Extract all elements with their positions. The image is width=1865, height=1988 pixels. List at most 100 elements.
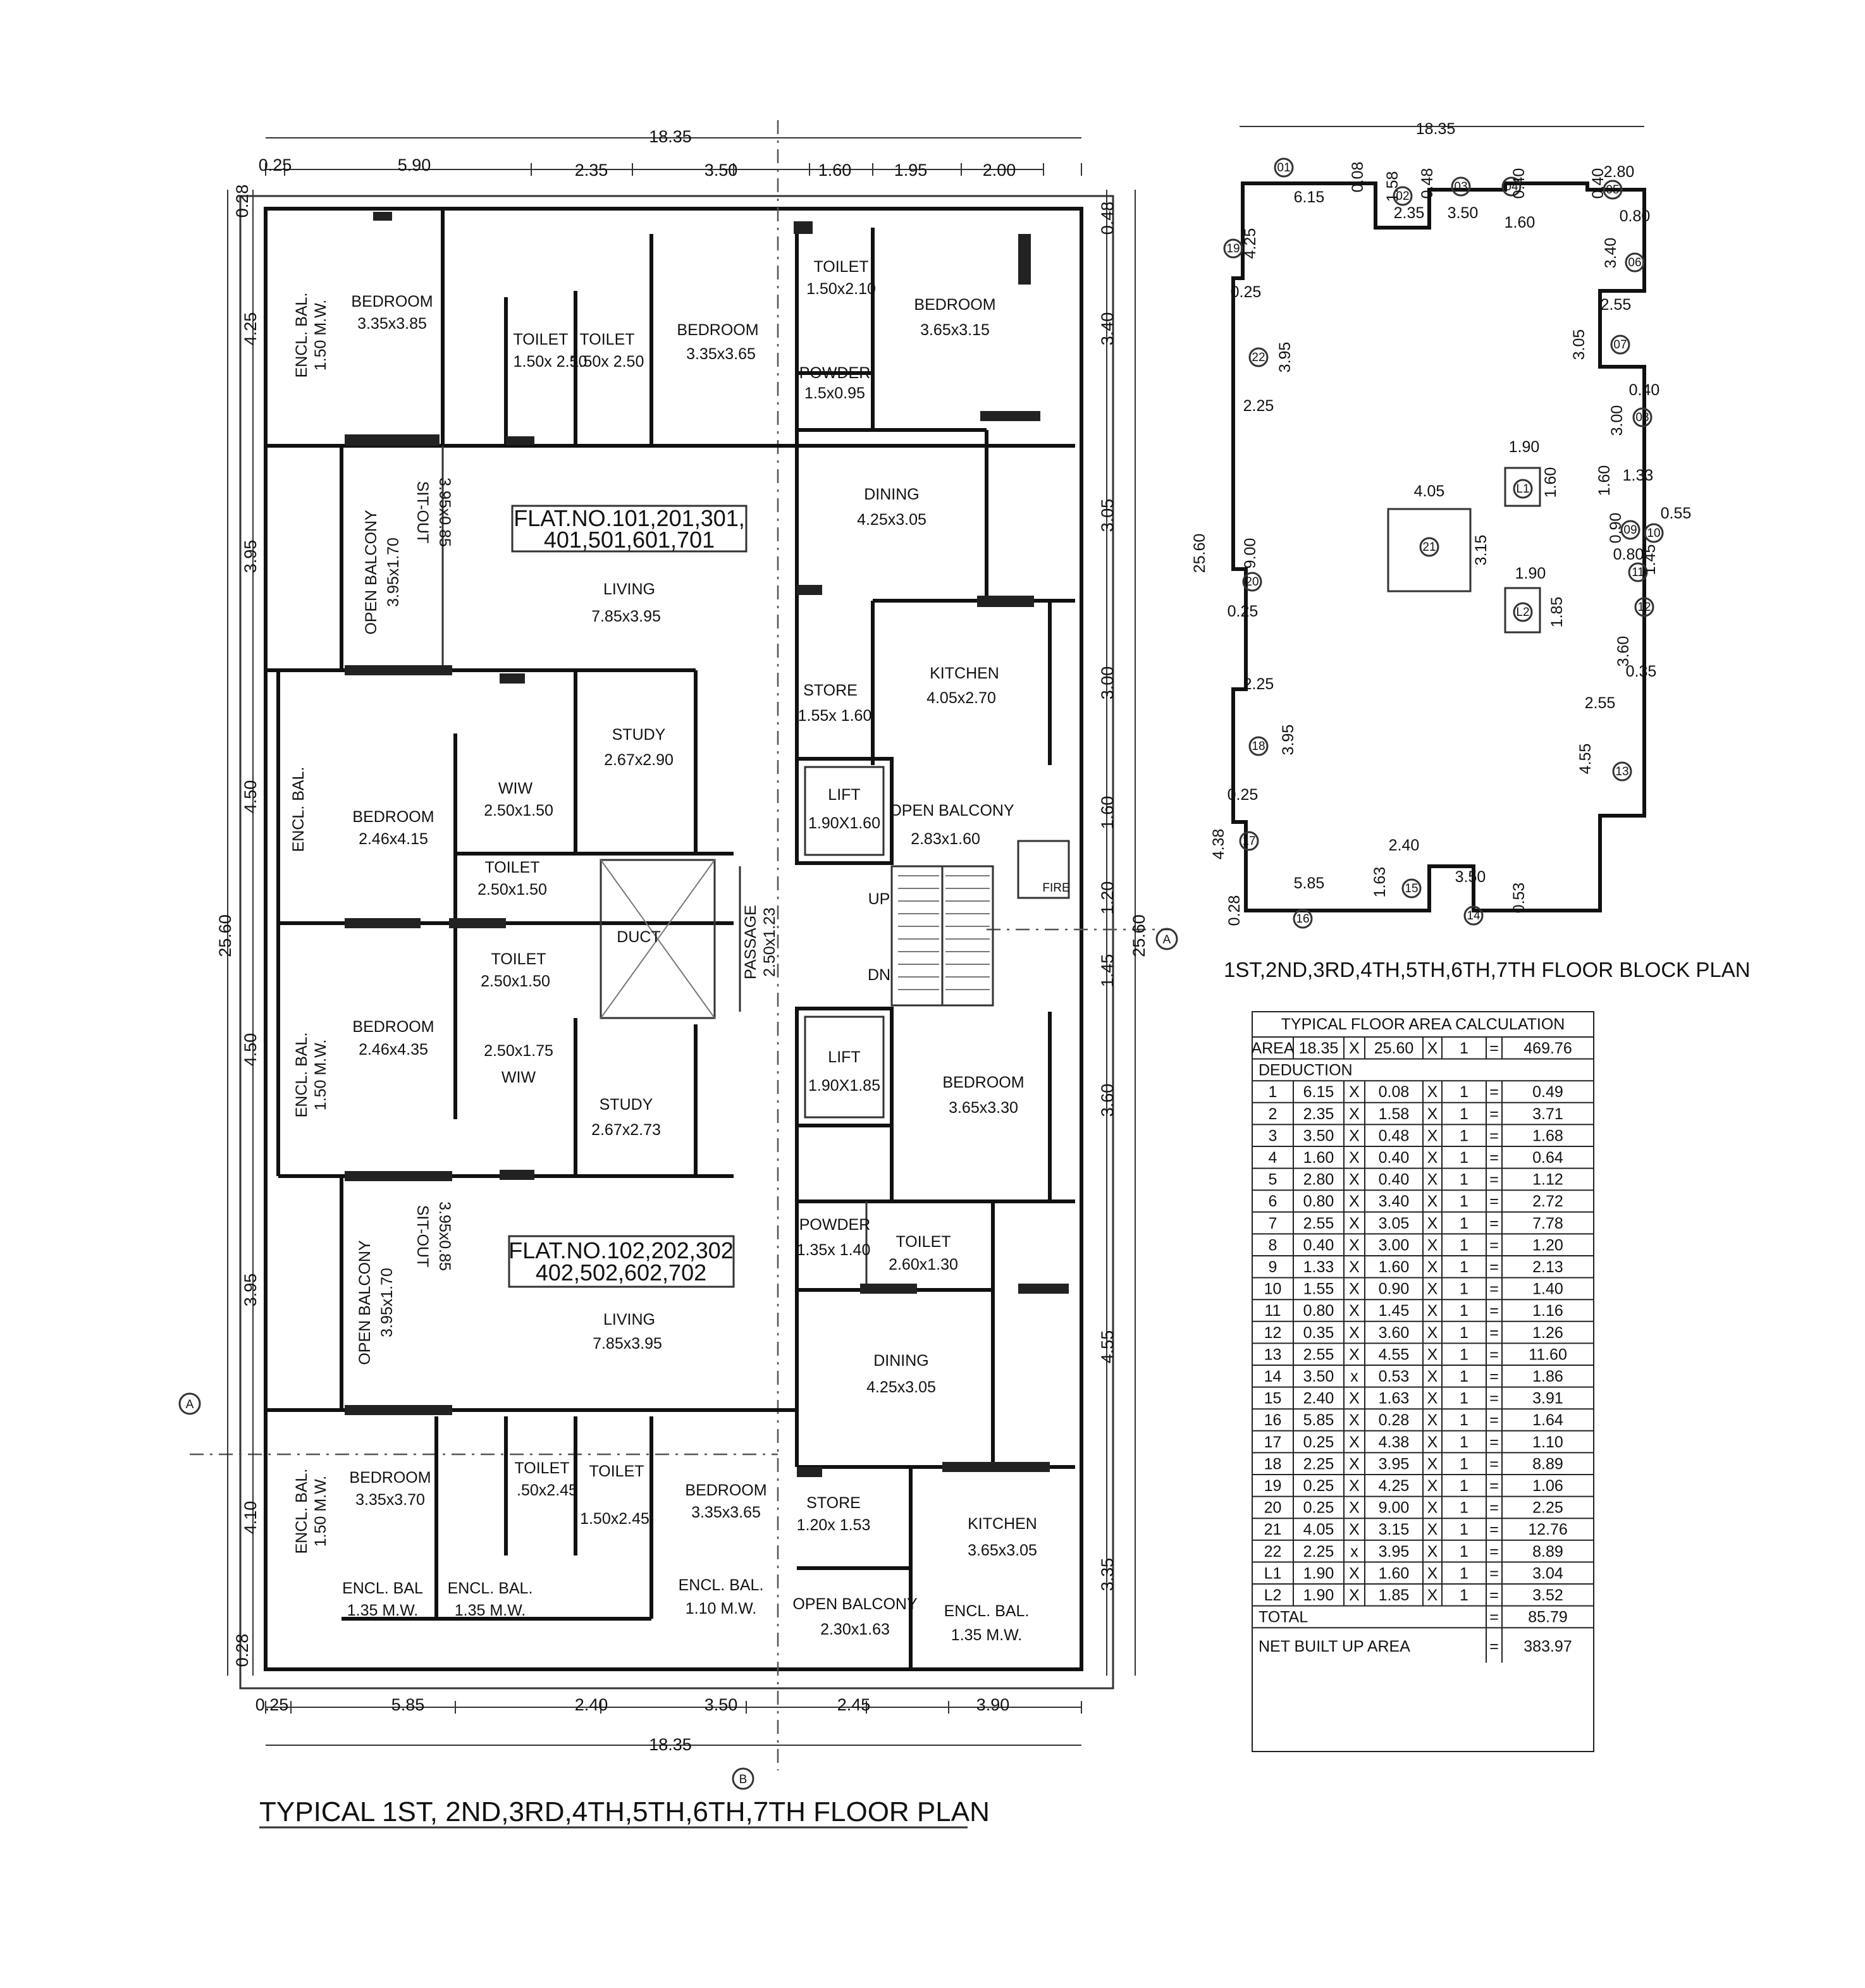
block-plan: [1231, 126, 1646, 912]
dim-right-6: 1.45: [1098, 954, 1117, 988]
flat-top-title-2: 401,501,601,701: [544, 527, 715, 553]
room-size: 2.60x1.30: [889, 1256, 958, 1273]
table-cell: X: [1349, 1302, 1360, 1320]
table-cell: X: [1427, 1586, 1438, 1604]
room-size: 2.50x1.75: [484, 1042, 553, 1060]
table-cell: 0.40: [1303, 1236, 1334, 1254]
table-cell: 3: [1269, 1127, 1277, 1144]
room-size: 3.95x1.70: [385, 537, 402, 607]
dim-top-0: 0.25: [259, 156, 292, 175]
table-cell: =: [1489, 1564, 1499, 1582]
table-cell: 2.25: [1532, 1499, 1563, 1517]
block-outline: [1231, 181, 1646, 912]
block-dim-label: 4.55: [1577, 744, 1594, 775]
room-size: 1.10 M.W.: [686, 1600, 757, 1617]
block-dim-label: 3.95: [1279, 725, 1297, 756]
room-size: 1.50 M.W.: [312, 1040, 329, 1111]
table-cell: 2.25: [1303, 1543, 1334, 1561]
grid-bubble-A-left: [178, 1392, 201, 1415]
table-cell: 21: [1264, 1521, 1282, 1538]
table-cell: X: [1349, 1258, 1360, 1276]
table-cell: 9: [1269, 1258, 1277, 1276]
room-name: ENCL. BAL.: [293, 293, 311, 378]
room-name: TOILET: [579, 331, 634, 348]
block-dim-label: 0.40: [1629, 381, 1660, 399]
block-tag-bubble: [1513, 479, 1533, 499]
block-tag-bubble: [1620, 520, 1640, 540]
block-tag-bubble: [1248, 347, 1269, 367]
room-name: OPEN BALCONY: [792, 1595, 918, 1613]
table-cell: =: [1489, 1543, 1499, 1561]
block-tag-label: 15: [1405, 882, 1418, 895]
room-size: 1.35x 1.40: [797, 1241, 871, 1259]
block-dim-label: 3.40: [1602, 238, 1620, 269]
block-lift-l2: [1504, 587, 1541, 634]
block-tag-label: 08: [1635, 411, 1649, 424]
block-tag-label: 16: [1296, 912, 1309, 926]
table-cell: 1.86: [1532, 1368, 1563, 1385]
room-name: OPEN BALCONY: [356, 1240, 374, 1365]
table-cell: X: [1427, 1171, 1438, 1189]
room-name: KITCHEN: [930, 665, 999, 682]
dim-bot-5: 3.90: [976, 1695, 1010, 1714]
room-name: BEDROOM: [352, 808, 434, 826]
block-tag-label: 19: [1226, 242, 1240, 255]
table-cell: =: [1489, 1258, 1499, 1276]
room-name: TOILET: [484, 859, 539, 876]
dim-right-3: 3.00: [1098, 666, 1117, 700]
room-size: 3.65x3.30: [949, 1099, 1018, 1117]
block-dim-label: 1.90: [1515, 565, 1546, 582]
table-cell: X: [1349, 1411, 1360, 1429]
table-cell: X: [1349, 1105, 1360, 1123]
block-dim-label: 1.90: [1509, 438, 1540, 456]
table-cell: 2.55: [1303, 1215, 1334, 1232]
room-name: TOILET: [589, 1463, 644, 1480]
table-cell: 2: [1269, 1105, 1277, 1123]
dim-top-6: 2.00: [983, 161, 1016, 180]
table-cell: 0.40: [1379, 1149, 1410, 1167]
table-cell: 2.40: [1303, 1390, 1334, 1408]
table-cell: 15: [1264, 1390, 1282, 1408]
table-cell: X: [1349, 1455, 1360, 1473]
room-size: 2.50x1.50: [484, 802, 553, 819]
table-cell: 19: [1264, 1477, 1282, 1495]
block-dim-label: 0.55: [1661, 505, 1692, 522]
table-cell: =: [1489, 1477, 1499, 1495]
table-cell: 0.35: [1303, 1324, 1334, 1342]
block-dim-label: 4.05: [1414, 482, 1445, 500]
table-cell: X: [1349, 1149, 1360, 1167]
room-size: 2.67x2.73: [591, 1121, 661, 1139]
block-dim-label: 9.00: [1241, 538, 1259, 569]
table-cell: =: [1489, 1433, 1499, 1451]
table-cell: 18: [1264, 1455, 1282, 1473]
room-name: DINING: [873, 1352, 929, 1370]
room-name: BEDROOM: [677, 321, 758, 339]
dim-right-5: 1.20: [1098, 881, 1117, 915]
room-name: DUCT: [617, 928, 660, 946]
block-dim-label: 0.53: [1510, 883, 1528, 914]
room-size: 4.25x3.05: [866, 1378, 936, 1396]
table-cell: 1: [1460, 1433, 1468, 1451]
table-cell: X: [1427, 1236, 1438, 1254]
table-cell: 3.50: [1303, 1127, 1334, 1144]
flat-top-title-1: FLAT.NO.101,201,301,: [514, 505, 745, 531]
dim-top-4: 1.60: [818, 161, 852, 180]
table-cell: L2: [1264, 1586, 1282, 1604]
room-size: 2.83x1.60: [911, 830, 980, 848]
room-size: 3.95x0.85: [436, 477, 453, 547]
block-dim-label: 0.25: [1231, 283, 1262, 301]
table-cell: X: [1427, 1193, 1438, 1210]
table-cell: 22: [1264, 1543, 1282, 1561]
table-cell: =: [1489, 1609, 1499, 1626]
room-size: 7.85x3.95: [593, 1335, 662, 1353]
table-cell: 1.45: [1379, 1302, 1410, 1320]
table-cell: 1.90: [1303, 1586, 1334, 1604]
block-tag-label: 22: [1252, 351, 1265, 364]
table-cell: 1.63: [1379, 1390, 1410, 1408]
table-cell: 3.00: [1379, 1236, 1410, 1254]
